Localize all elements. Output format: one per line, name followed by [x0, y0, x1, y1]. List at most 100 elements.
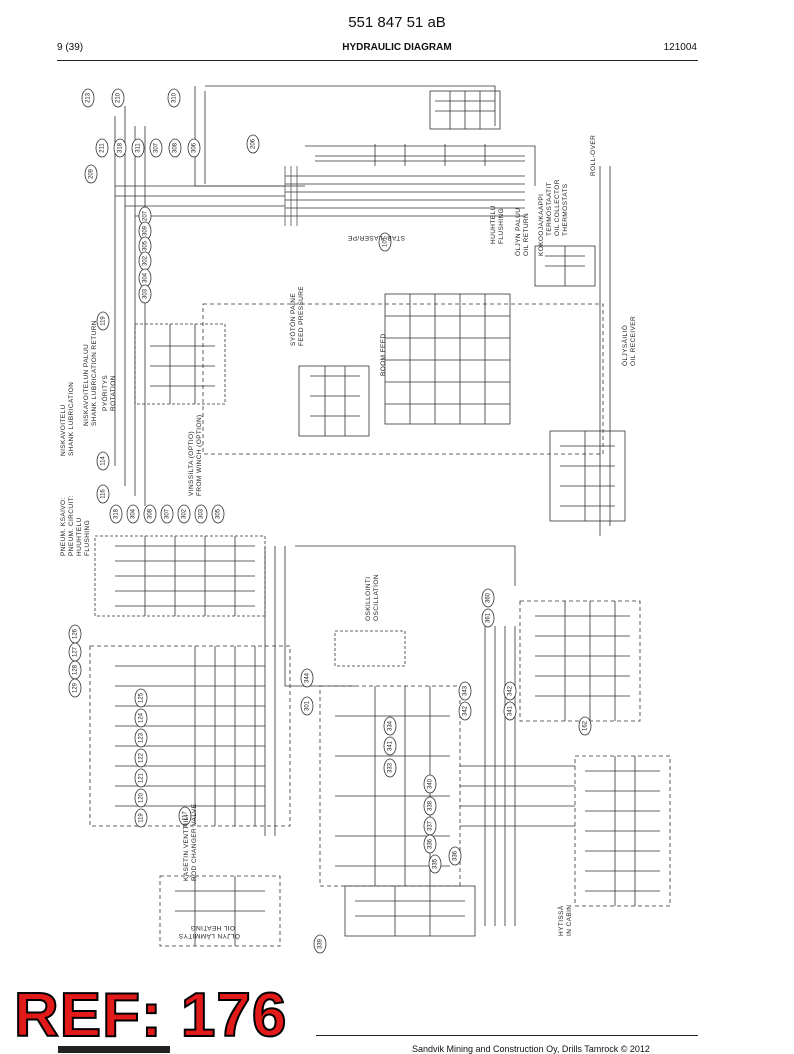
reference-bubble-number: 333 — [388, 762, 394, 773]
label-oil-heating: OIL HEATING — [190, 924, 235, 931]
reference-bubble: 306 — [187, 138, 201, 158]
reference-bubble: 307 — [160, 504, 174, 524]
label-flushing-fi: HUUHTELU — [490, 205, 497, 244]
label-rotation-fi: PYÖRITYS — [101, 375, 109, 411]
reference-bubble: 338 — [423, 796, 437, 816]
reference-bubble-number: 305 — [216, 508, 222, 519]
footer-rule — [316, 1035, 698, 1036]
reference-bubble: 307 — [149, 138, 163, 158]
reference-bubble: 341 — [383, 736, 397, 756]
reference-bubble: 342 — [503, 681, 517, 701]
reference-bubble: 119 — [134, 808, 148, 828]
reference-bubble: 305 — [211, 504, 225, 524]
reference-bubble-number: 309 — [143, 225, 149, 236]
header-rule — [57, 60, 698, 61]
reference-bubble-number: 302 — [182, 508, 188, 519]
reference-bubble-number: 304 — [143, 272, 149, 283]
doc-number: 551 847 51 aB — [348, 14, 446, 31]
reference-bubble-number: 129 — [73, 682, 79, 693]
label-oscillation: OSCILLATION — [373, 574, 380, 621]
reference-bubble-number: 311 — [136, 143, 142, 153]
reference-bubble: 333 — [383, 758, 397, 778]
reference-bubble: 336 — [423, 834, 437, 854]
reference-bubble: 360 — [481, 588, 495, 608]
reference-bubble-number: 120 — [139, 792, 145, 803]
reference-bubble-number: 336 — [428, 838, 434, 849]
reference-bubble: 334 — [383, 716, 397, 736]
label-rod-changer-fi: KASETIN VENTTIILI — [183, 814, 190, 881]
reference-bubble: 116 — [96, 484, 110, 504]
reference-bubble-number: 342 — [463, 705, 469, 716]
reference-bubble: 117 — [178, 806, 192, 826]
label-oil-return: OIL RETURN — [523, 213, 530, 256]
reference-bubble-number: 318 — [118, 142, 124, 153]
reference-bubble: 120 — [134, 788, 148, 808]
label-oil-return-fi: ÖLJYN PALUU — [514, 208, 522, 256]
reference-bubble: 122 — [134, 748, 148, 768]
reference-bubble-number: 336 — [453, 850, 459, 861]
reference-bubble: 126 — [68, 624, 82, 644]
reference-bubble-number: 128 — [73, 664, 79, 675]
reference-bubble-number: 341 — [388, 740, 394, 751]
reference-bubble-number: 124 — [139, 712, 145, 723]
reference-bubble-number: 127 — [73, 646, 79, 657]
reference-bubble-number: 126 — [73, 628, 79, 639]
label-shank-lub-fi: NISKAVOITELU — [60, 404, 67, 456]
reference-bubble: 311 — [131, 138, 145, 158]
reference-bubble: 361 — [481, 608, 495, 628]
reference-bubble-number: 342 — [508, 685, 514, 696]
reference-bubble-number: 301 — [305, 700, 311, 711]
footer-copyright: Sandvik Mining and Construction Oy, Dril… — [412, 1044, 650, 1054]
reference-bubble: 125 — [134, 688, 148, 708]
label-thermostats-fi2: TERMOSTAATIT — [546, 182, 553, 236]
reference-bubble-number: 210 — [116, 92, 122, 103]
reference-bubble: 301 — [300, 696, 314, 716]
label-oscillation-fi: OSKILLOINTI — [365, 577, 372, 622]
label-system-pressure-fi: SYÖTÖN PAINE — [289, 293, 297, 346]
reference-bubble: 211 — [95, 138, 109, 158]
page-index: 9 (39) — [57, 42, 84, 53]
reference-bubble-number: 340 — [428, 778, 434, 789]
label-thermostats-fi: KOKOOJA/KAAPPI — [538, 194, 545, 256]
reference-bubble: 302 — [177, 504, 191, 524]
reference-bubble: 303 — [194, 504, 208, 524]
reference-bubble-number: 335 — [433, 858, 439, 869]
reference-bubble: 308 — [143, 504, 157, 524]
label-in-cabin: IN CABIN — [566, 905, 573, 936]
reference-bubble: 336 — [448, 846, 462, 866]
reference-bubble-number: 308 — [173, 142, 179, 153]
reference-bubble-number: 304 — [131, 508, 137, 519]
label-oil-collector: OIL COLLECTOR — [554, 179, 561, 236]
reference-bubble-number: 334 — [388, 720, 394, 731]
reference-bubble-number: 117 — [183, 811, 189, 821]
label-winch-option-fi: VINSSILTA (OPTIO) — [188, 431, 195, 496]
label-stab-laser: STAB./LASER/PE — [347, 234, 405, 241]
reference-bubble: 318 — [113, 138, 127, 158]
reference-bubble: 340 — [423, 774, 437, 794]
reference-bubble: 342 — [458, 701, 472, 721]
label-thermostats: THERMOSTATS — [562, 183, 569, 236]
reference-bubble-number: 344 — [305, 672, 311, 683]
reference-bubble-number: 306 — [192, 142, 198, 153]
reference-bubble-number: 302 — [143, 255, 149, 266]
doc-date: 121004 — [663, 42, 697, 53]
reference-bubble-number: 310 — [172, 92, 178, 103]
reference-bubble-number: 207 — [143, 210, 149, 221]
reference-bubble: 114 — [96, 451, 110, 471]
reference-bubble: 121 — [134, 768, 148, 788]
reference-bubble-number: 343 — [463, 685, 469, 696]
reference-bubble-number: 211 — [100, 143, 106, 153]
label-shank-lub-return-fi: NISKAVOITELUN PALUU — [83, 344, 90, 426]
reference-bubble: 119 — [96, 311, 110, 331]
reference-bubble-number: 360 — [486, 592, 492, 603]
label-rotation: ROTATION — [110, 375, 117, 411]
reference-bubble-number: 318 — [114, 508, 120, 519]
reference-bubble: 209 — [84, 164, 98, 184]
reference-bubble-number: 119 — [101, 316, 107, 326]
company-logo — [58, 1046, 170, 1053]
reference-bubble: 337 — [423, 816, 437, 836]
reference-bubble: 341 — [503, 701, 517, 721]
reference-bubble: 101 — [378, 232, 392, 252]
